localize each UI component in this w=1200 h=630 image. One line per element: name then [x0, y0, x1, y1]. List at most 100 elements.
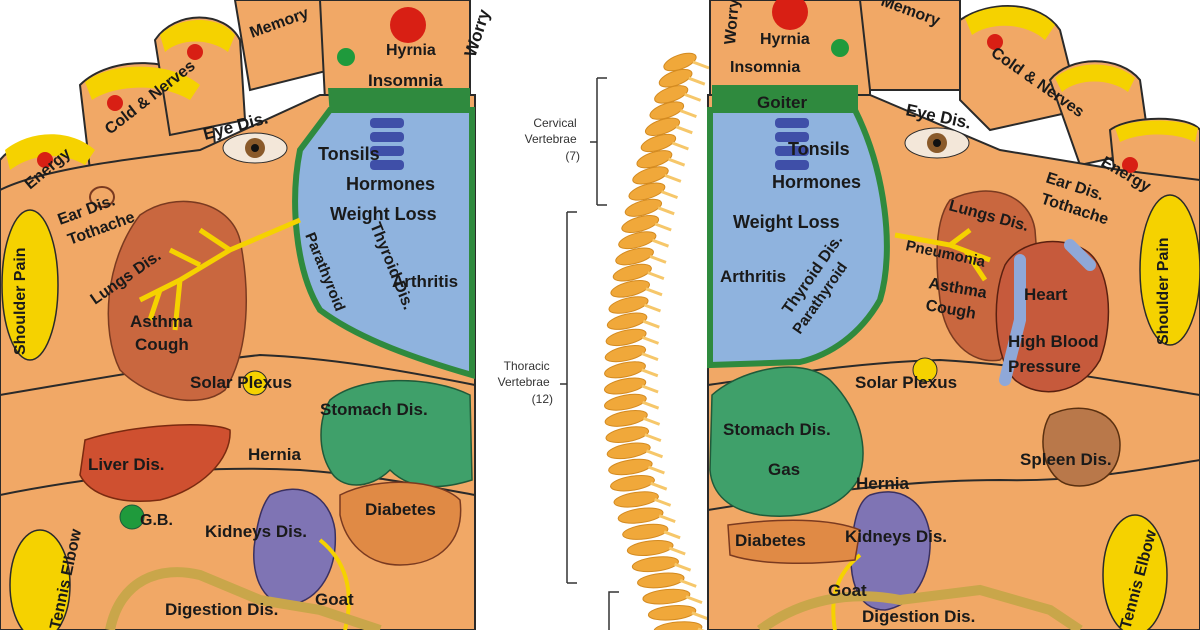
spine-process	[644, 433, 662, 443]
spine-vertebra	[610, 474, 655, 492]
right-elbow-region	[1102, 514, 1168, 630]
right-label-spleen: Spleen Dis.	[1020, 450, 1112, 469]
left-label-solar: Solar Plexus	[190, 373, 292, 392]
right-label-arthritis: Arthritis	[720, 267, 786, 286]
right-pancreas	[727, 519, 861, 565]
right-stomach	[709, 366, 864, 517]
left-pancreas	[339, 481, 462, 566]
left-bronchi	[138, 217, 301, 331]
right-toe-tip-3	[965, 6, 1055, 41]
spine-vertebra	[626, 539, 674, 557]
spine-vertebra	[644, 117, 681, 136]
left-label-hyrnia: Hyrnia	[386, 42, 436, 59]
left-ear-icon	[89, 186, 115, 208]
spine-vertebrae	[603, 52, 710, 630]
left-label-stomach: Stomach Dis.	[320, 400, 428, 419]
spine-vertebra	[613, 491, 659, 508]
left-solar-plexus-dot	[242, 370, 268, 396]
right-label-gas: Gas	[768, 460, 800, 479]
spine-process	[641, 352, 659, 362]
spine-vertebra	[654, 85, 689, 104]
left-label-hormones: Hormones	[346, 174, 435, 194]
thoracic-line-2: Vertebrae	[498, 375, 550, 389]
left-label-tonsils: Tonsils	[318, 144, 380, 164]
left-label-insomnia: Insomnia	[368, 71, 443, 90]
spine-process	[679, 578, 697, 588]
spine-vertebra	[631, 556, 679, 573]
left-point-energy	[37, 152, 53, 168]
spine-process	[651, 238, 670, 248]
spine-process	[654, 222, 672, 232]
left-elbow-region	[9, 529, 71, 630]
spine-process	[650, 481, 668, 491]
left-label-liver: Liver Dis.	[88, 455, 165, 474]
spine-vertebra	[621, 215, 660, 233]
right-toe-tip-4	[1055, 64, 1135, 92]
left-point-hyrnia	[390, 7, 426, 43]
right-label-hyrnia: Hyrnia	[760, 31, 810, 48]
right-label-shoulder: Shoulder Pain	[1155, 237, 1172, 345]
spine-process	[643, 416, 661, 426]
left-label-gb: G.B.	[140, 512, 173, 529]
spine-vertebra	[637, 572, 685, 589]
right-point-green	[831, 39, 849, 57]
spine-process	[684, 92, 702, 102]
spine-vertebra	[658, 68, 693, 88]
spine-vertebra	[608, 296, 649, 314]
spine-vertebra	[622, 523, 669, 540]
spine-process	[641, 335, 660, 345]
left-label-arthritis: Arthritis	[392, 272, 458, 291]
spine-process	[663, 530, 681, 540]
right-thyroid-region	[707, 107, 890, 369]
right-bronchi	[894, 228, 991, 282]
spine-process	[645, 287, 663, 297]
right-heart-vessels	[999, 239, 1096, 386]
thoracic-bracket	[560, 211, 577, 584]
spine-process	[645, 449, 664, 459]
left-point-cold	[107, 95, 123, 111]
right-vertebra-stack	[775, 118, 809, 170]
left-toe-tip-2	[85, 66, 200, 100]
right-point-cold	[987, 34, 1003, 50]
left-label-cough: Cough	[135, 335, 189, 354]
left-label-digestion: Digestion Dis.	[165, 600, 278, 619]
right-label-kidneys: Kidneys Dis.	[845, 527, 947, 546]
right-ureter	[831, 553, 862, 630]
spine-process	[685, 595, 703, 605]
right-label-worry: Worry	[722, 0, 743, 45]
right-point-hyrnia	[772, 0, 808, 30]
spine-process	[679, 109, 697, 119]
cervical-line-2: Vertebrae	[525, 132, 577, 146]
left-label-kidneys: Kidneys Dis.	[205, 522, 307, 541]
cervical-label: Cervical Vertebrae (7)	[525, 116, 580, 163]
spine-process	[675, 125, 693, 135]
spine-process	[674, 562, 692, 572]
spine-process	[671, 141, 689, 151]
spine-vertebra	[615, 247, 654, 266]
spine-process	[664, 173, 682, 183]
spine-vertebra	[624, 198, 663, 217]
right-solar-plexus-dot	[912, 357, 938, 383]
right-label-high-blood: High Blood	[1008, 332, 1099, 351]
right-label-insomnia: Insomnia	[730, 59, 800, 76]
spine-process	[692, 60, 710, 70]
spine-vertebra	[605, 426, 650, 443]
spine-vertebra	[647, 604, 697, 621]
left-label-hernia: Hernia	[248, 445, 301, 464]
right-label-pressure: Pressure	[1008, 357, 1081, 376]
spine-vertebra	[612, 263, 652, 282]
spine-vertebra	[632, 166, 669, 185]
right-label-heart: Heart	[1024, 285, 1068, 304]
left-label-shoulder: Shoulder Pain	[12, 247, 29, 355]
left-gallbladder	[119, 504, 145, 530]
left-diaphragm-line	[0, 353, 476, 396]
right-label-goat: Goat	[828, 581, 867, 600]
right-intestine	[757, 584, 1083, 630]
spine-process	[647, 271, 665, 281]
thoracic-line-3: (12)	[532, 392, 553, 406]
left-point-cold-2	[187, 44, 203, 60]
left-intestine	[105, 567, 382, 630]
right-label-stomach: Stomach Dis.	[723, 420, 831, 439]
